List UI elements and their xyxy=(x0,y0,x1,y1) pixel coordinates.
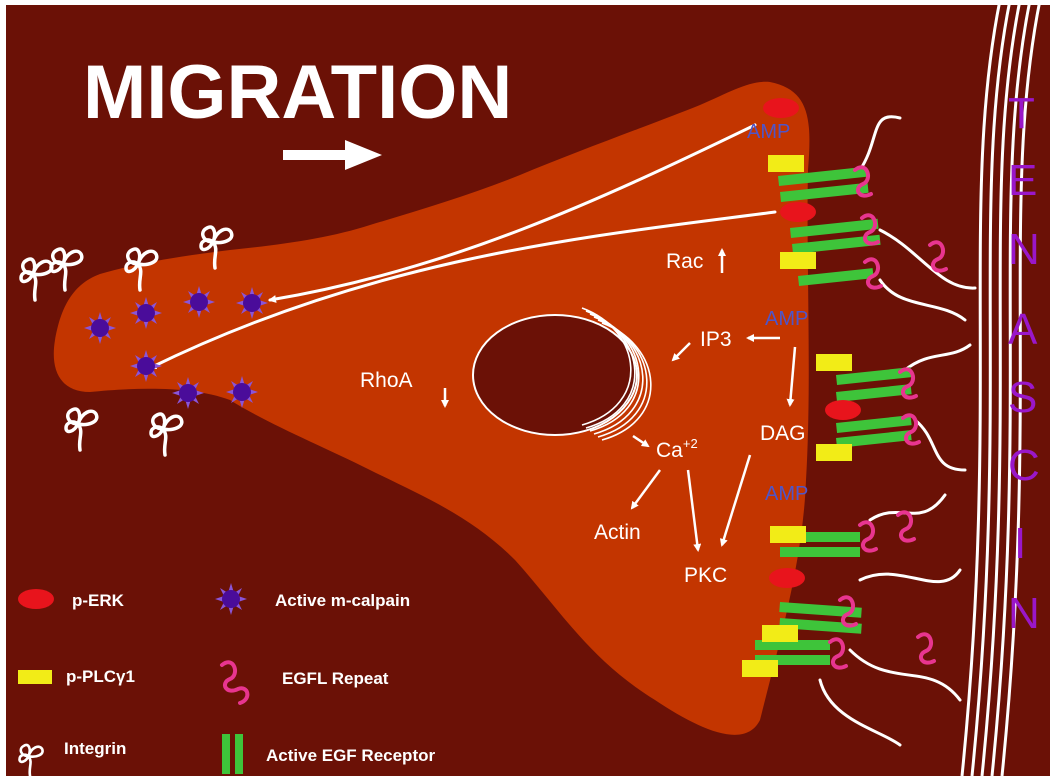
tenascin-letter: N xyxy=(1008,225,1040,274)
pkc-label: PKC xyxy=(684,564,727,587)
nucleus xyxy=(473,315,637,435)
perk-swatch xyxy=(18,589,54,609)
amp-label: AMP xyxy=(747,121,790,143)
ip3-label: IP3 xyxy=(700,328,732,351)
legend-integrin-label: Integrin xyxy=(64,739,126,758)
legend-egfl-label: EGFL Repeat xyxy=(282,669,389,688)
top-border xyxy=(0,0,1050,5)
actin-label: Actin xyxy=(594,521,641,544)
tenascin-letter: A xyxy=(1008,305,1038,354)
legend-perk-label: p-ERK xyxy=(72,591,125,610)
legend-pplc-label: p-PLCγ1 xyxy=(66,667,135,686)
tenascin-letter: I xyxy=(1014,519,1026,568)
amp-label: AMP xyxy=(765,308,808,330)
left-border xyxy=(0,0,6,776)
legend-calpain-label: Active m-calpain xyxy=(275,591,410,610)
pplc-swatch xyxy=(18,670,52,684)
dag-label: DAG xyxy=(760,422,806,445)
tenascin-letter: S xyxy=(1008,373,1037,422)
tenascin-letter: N xyxy=(1008,589,1040,638)
tenascin-letter: C xyxy=(1008,441,1040,490)
rhoa-label: RhoA xyxy=(360,369,413,392)
amp-label: AMP xyxy=(765,483,808,505)
legend-egfr-label: Active EGF Receptor xyxy=(266,746,435,765)
tenascin-letter: T xyxy=(1008,89,1035,138)
tenascin-letter: E xyxy=(1008,156,1037,205)
rac-label: Rac xyxy=(666,250,703,273)
diagram-title: MIGRATION xyxy=(83,50,512,135)
